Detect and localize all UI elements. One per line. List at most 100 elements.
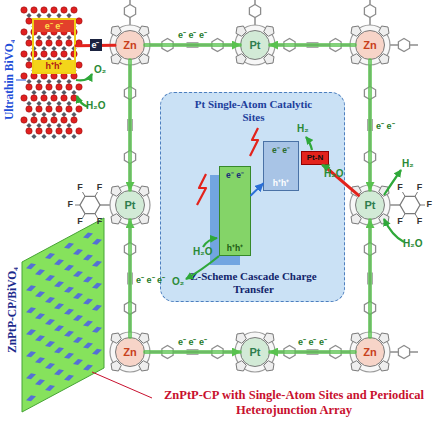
reaction-arrow: [203, 238, 217, 247]
heterojunction-patch: [64, 309, 74, 315]
linker-bond: [255, 351, 370, 353]
metal-atom: [31, 90, 36, 95]
oxygen-atom: [71, 7, 77, 13]
atom-label: F: [397, 182, 403, 193]
heterojunction-patch: [26, 285, 36, 291]
metal-atom: [61, 134, 66, 139]
heterojunction-patch: [45, 253, 55, 259]
oxygen-atom: [51, 95, 57, 101]
zinc-porphyrin: Zn: [115, 337, 145, 367]
atom-label: F: [397, 216, 403, 227]
reaction-arrow: [186, 256, 219, 279]
oxygen-atom: [66, 106, 72, 112]
metal-atom: [51, 134, 56, 139]
connector: [368, 60, 372, 190]
edge-label: e⁻ e⁻ e⁻: [298, 335, 327, 348]
species-label: H₂: [402, 158, 414, 169]
photocatalyst-frame: e⁻ e⁻h⁺h⁺: [32, 18, 76, 74]
species-label: H₂O: [193, 246, 212, 257]
metal-atom: [41, 134, 46, 139]
metal-atom: [66, 101, 71, 106]
node-text: h⁺h⁺: [264, 177, 298, 188]
oxygen-atom: [76, 84, 82, 90]
zinc-porphyrin: Zn: [115, 30, 145, 60]
species-label: H₂: [297, 123, 309, 134]
edge-label: e⁻ e⁻ e⁻: [178, 28, 207, 41]
phenyl-ring: [398, 346, 409, 359]
oxygen-atom: [26, 128, 32, 134]
connector: [145, 350, 240, 354]
pentafluorophenyl-ring: [400, 196, 420, 213]
metal-atom: [71, 90, 76, 95]
heterojunction-patch: [54, 303, 64, 309]
metal-atom: [56, 101, 61, 106]
node-text: Zn: [123, 346, 136, 358]
metal-atom: [36, 123, 41, 128]
heterojunction-patch: [64, 287, 74, 293]
node-text: e⁻ e⁻: [220, 169, 250, 180]
edge-label: e⁻ e⁻ e⁻: [136, 272, 165, 285]
linker-bond: [130, 44, 255, 46]
linker-bond: [129, 45, 131, 205]
node-text: Pt: [125, 199, 136, 211]
platinum-porphyrin: Pt: [240, 337, 270, 367]
heterojunction-patch: [26, 351, 36, 357]
node-text: Zn: [363, 346, 376, 358]
oxygen-atom: [21, 73, 27, 79]
heterojunction-patch: [35, 357, 45, 363]
oxygen-atom: [76, 18, 82, 24]
fluorine-bond: [403, 214, 406, 218]
metal-atom: [41, 46, 46, 51]
oxygen-atom: [76, 106, 82, 112]
species-label: O₂: [172, 276, 184, 287]
fluorine-bond: [75, 205, 80, 206]
metal-atom: [51, 90, 56, 95]
oxygen-atom: [21, 51, 27, 57]
atom-label: F: [77, 216, 83, 227]
node-text: h⁺h⁺: [34, 60, 74, 72]
oxygen-atom: [51, 51, 57, 57]
oxygen-atom: [26, 84, 32, 90]
phenyl-ring: [398, 39, 409, 52]
pentafluorophenyl-ring: [80, 196, 100, 213]
heterojunction-patch: [92, 327, 102, 333]
connector: [128, 220, 132, 337]
heterojunction-patch: [45, 363, 55, 369]
heterojunction-patch: [54, 259, 64, 265]
linker-bond: [130, 351, 255, 353]
caption-label: Ultrathin BiVO₄: [3, 24, 15, 136]
heterojunction-patch: [73, 315, 83, 321]
oxygen-atom: [51, 7, 57, 13]
oxygen-atom: [61, 95, 67, 101]
metal-atom: [31, 112, 36, 117]
heterojunction-patch: [83, 299, 93, 305]
metal-atom: [26, 123, 31, 128]
heterojunction-patch: [35, 379, 45, 385]
oxygen-atom: [41, 95, 47, 101]
metal-atom: [26, 101, 31, 106]
metal-atom: [41, 112, 46, 117]
oxygen-atom: [21, 7, 27, 13]
phenyl-ring: [249, 5, 260, 18]
heterojunction-patch: [92, 305, 102, 311]
heterojunction-patch: [45, 385, 55, 391]
oxygen-atom: [56, 84, 62, 90]
heterojunction-patch: [83, 277, 93, 283]
heterojunction-patch: [54, 281, 64, 287]
oxygen-atom: [76, 62, 82, 68]
connector: [270, 350, 355, 354]
heterojunction-patch: [26, 263, 36, 269]
atom-label: F: [97, 182, 103, 193]
metal-atom: [31, 134, 36, 139]
caption-label: ZnPtP-CP with Single-Atom Sites and Peri…: [150, 388, 438, 418]
heterojunction-patch: [35, 335, 45, 341]
heterojunction-patch: [54, 369, 64, 375]
metal-atom: [61, 46, 66, 51]
oxygen-atom: [41, 7, 47, 13]
heterojunction-patch: [45, 319, 55, 325]
oxygen-atom: [76, 128, 82, 134]
oxygen-atom: [36, 84, 42, 90]
metal-atom: [46, 79, 51, 84]
